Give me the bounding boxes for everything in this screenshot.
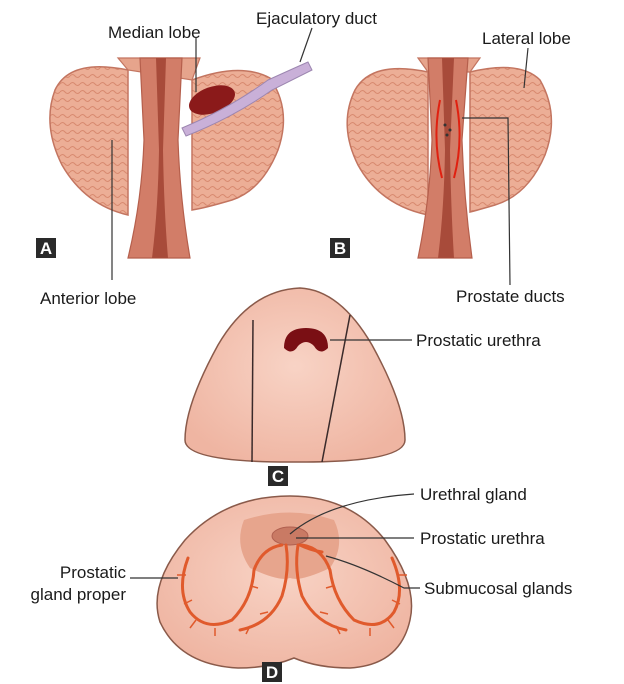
panel-b-right-lobe (470, 68, 551, 213)
panel-d-label: D (266, 663, 278, 682)
panel-a-diagram: A (36, 28, 312, 280)
panel-a-left-lobe (50, 67, 128, 215)
panel-c-label: C (272, 467, 284, 486)
ejaculatory-duct-label: Ejaculatory duct (256, 9, 377, 28)
prostate-ducts-label: Prostate ducts (456, 287, 565, 306)
submucosal-glands-label: Submucosal glands (424, 579, 572, 598)
panel-b-left-lobe (347, 69, 428, 215)
lateral-lobe-label: Lateral lobe (482, 29, 571, 48)
panel-c-diagram: C (185, 288, 412, 486)
prostatic-gland-proper-label-line1: Prostatic (60, 563, 127, 582)
prostatic-gland-proper-label-line2: gland proper (31, 585, 127, 604)
urethral-gland-label: Urethral gland (420, 485, 527, 504)
panel-c-section (185, 288, 405, 462)
anterior-lobe-label: Anterior lobe (40, 289, 136, 308)
prostatic-urethra-c-label: Prostatic urethra (416, 331, 541, 350)
panel-a-label: A (40, 239, 52, 258)
panel-d-diagram: D (130, 494, 420, 682)
prostatic-urethra-d-label: Prostatic urethra (420, 529, 545, 548)
median-lobe-label: Median lobe (108, 23, 201, 42)
panel-b-diagram: B (330, 48, 551, 285)
panel-b-label: B (334, 239, 346, 258)
